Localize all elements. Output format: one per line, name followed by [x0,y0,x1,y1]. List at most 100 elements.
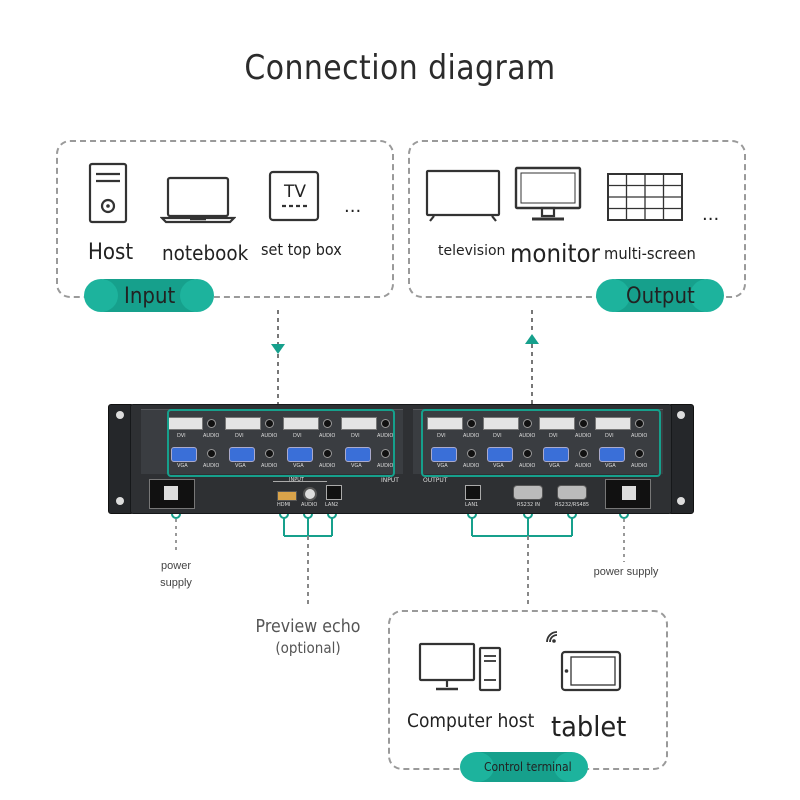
audio-jack-label: AUDIO [319,433,336,439]
audio-jack-label: AUDIO [463,463,480,469]
tablet-label: tablet [551,710,627,743]
video-wall-icon [606,172,684,227]
audio-jack [265,419,274,428]
monitor-icon [514,166,582,229]
television-icon [424,168,502,229]
input-ellipsis: ... [344,196,362,217]
input-ports-highlight [167,409,395,477]
notebook-label: notebook [162,241,249,265]
tablet-icon [560,650,622,697]
audio-jack-label: AUDIO [631,463,648,469]
vga-port [431,447,457,462]
lan2-port-label: LAN2 [325,502,339,508]
desktop-computer-icon [418,642,502,697]
dvi-port [283,417,319,430]
vga-port-label: VGA [493,463,504,469]
vga-port-label: VGA [437,463,448,469]
audio-jack [635,449,644,458]
audio-jack [323,419,332,428]
audio-jack [207,419,216,428]
lan1-port-label: LAN1 [465,502,479,508]
input-sub-label: INPUT [289,477,304,483]
input-devices-box [56,140,394,298]
dvi-port [483,417,519,430]
laptop-icon [159,176,237,229]
audio-jack [579,449,588,458]
audio-jack-label: AUDIO [575,463,592,469]
vga-port [287,447,313,462]
audio-jack-label: AUDIO [631,433,648,439]
power-supply-left-line2: supply [160,577,192,589]
right-power-socket [605,479,651,509]
monitor-label: monitor [510,239,601,268]
audio-jack-label: AUDIO [319,463,336,469]
audio-jack-label: AUDIO [575,433,592,439]
output-section-label: OUTPUT [423,477,448,484]
input-badge: Input [84,279,214,312]
audio-jack [381,449,390,458]
television-label: television [438,243,506,259]
audio-jack [303,487,317,501]
preview-echo-label: Preview echo (optional) [240,616,376,657]
page-title: Connection diagram [244,48,556,88]
vga-port-label: VGA [605,463,616,469]
computer-host-label: Computer host [407,710,535,732]
output-ports-highlight [421,409,661,477]
audio-jack-label: AUDIO [463,433,480,439]
dvi-port [341,417,377,430]
vga-port [543,447,569,462]
vga-port-label: VGA [235,463,246,469]
dvi-port-label: DVI [549,433,558,439]
vga-port-label: VGA [177,463,188,469]
dvi-port-label: DVI [437,433,446,439]
vga-port-label: VGA [351,463,362,469]
audio-jack [467,419,476,428]
audio-jack [323,449,332,458]
dvi-port-label: DVI [605,433,614,439]
power-supply-left-line1: power [161,560,191,572]
input-section-label: INPUT [381,477,399,484]
audio-jack [579,419,588,428]
matrix-device: DVI AUDIO DVI AUDIO DVI AUDIO DVI AUDIO VGA AUDI… [130,404,672,514]
lan2-port [326,485,342,500]
vga-port [345,447,371,462]
audio-jack-label: AUDIO [377,463,394,469]
host-label: Host [88,240,134,265]
output-devices-box [408,140,746,298]
rs232-rs485-label: RS232/RS485 [555,502,590,508]
audio-jack [265,449,274,458]
audio-jack-label: AUDIO [203,433,220,439]
output-ellipsis: ... [702,204,720,225]
dvi-port [225,417,261,430]
power-supply-right-label: power supply [593,566,659,578]
right-rack-ear [668,404,694,514]
input-badge-label: Input [124,284,176,309]
vga-port [487,447,513,462]
dvi-port [595,417,631,430]
dvi-port-label: DVI [235,433,244,439]
left-power-socket [149,479,195,509]
dvi-port [427,417,463,430]
audio-jack [523,419,532,428]
tv-box-icon [268,170,322,229]
output-badge-label: Output [626,284,695,309]
vga-port-label: VGA [549,463,560,469]
audio-jack-label: AUDIO [301,502,318,508]
audio-jack [381,419,390,428]
dvi-port-label: DVI [351,433,360,439]
audio-jack-label: AUDIO [519,433,536,439]
multi-screen-label: multi-screen [604,244,696,263]
tower-pc-icon [88,162,128,229]
vga-port [229,447,255,462]
control-terminal-badge-label: Control terminal [484,760,572,774]
audio-jack [635,419,644,428]
lan1-port [465,485,481,500]
vga-port [171,447,197,462]
tv-box-icon-text: TV [284,182,307,202]
rs232-rs485-port [557,485,587,500]
audio-jack [467,449,476,458]
audio-jack-label: AUDIO [203,463,220,469]
audio-jack-label: AUDIO [377,433,394,439]
audio-jack-label: AUDIO [519,463,536,469]
preview-echo-line1: Preview echo [255,616,361,637]
